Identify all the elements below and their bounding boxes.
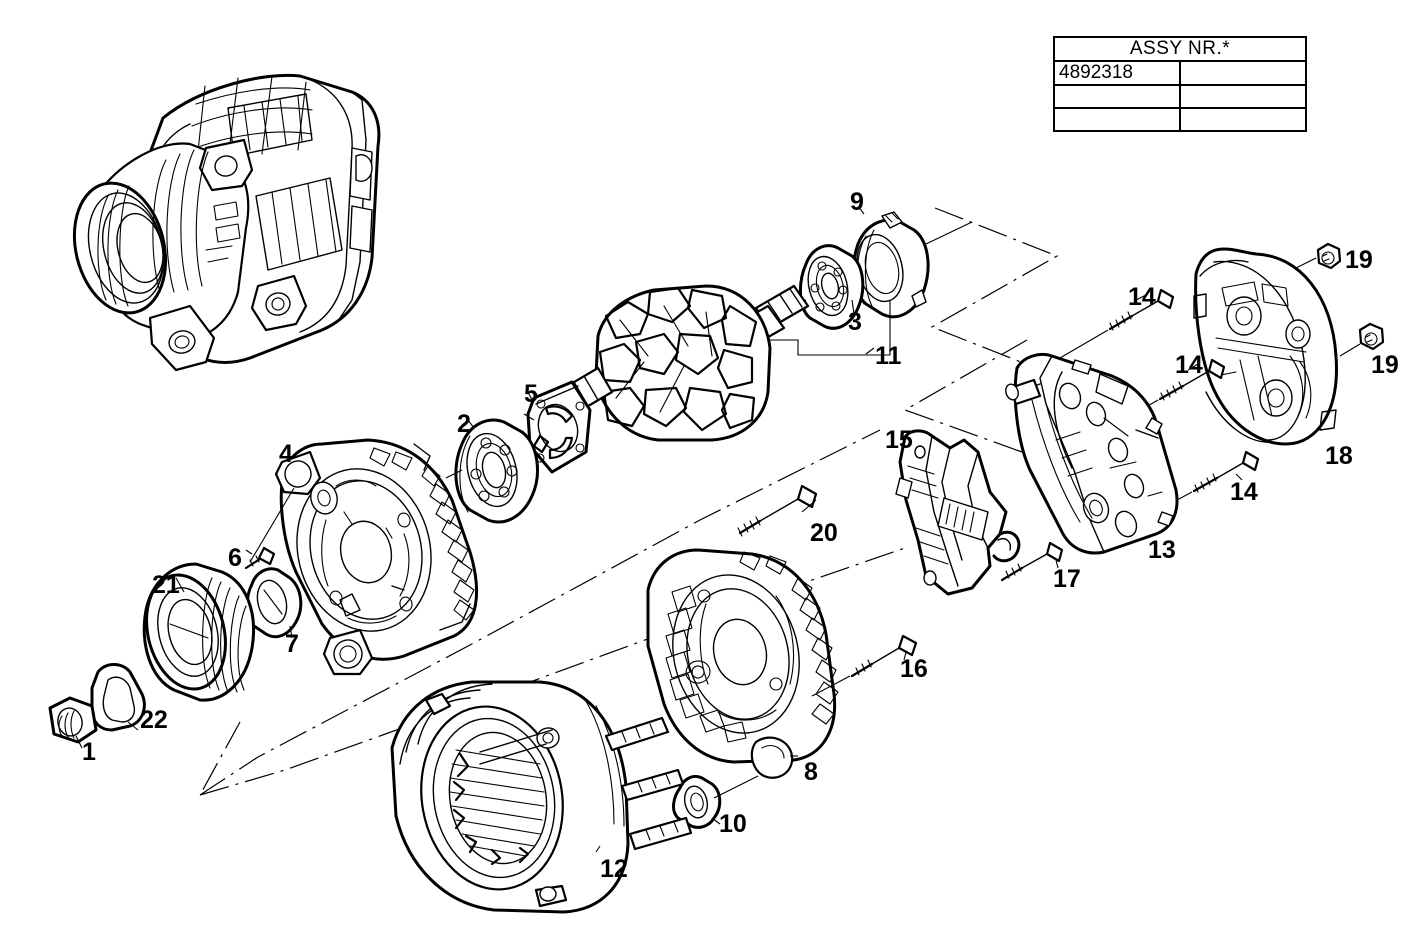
callout-screw: 17 [1053, 565, 1081, 593]
assy-row-2 [1053, 84, 1307, 109]
callout-screw: 14 [1230, 478, 1258, 506]
stator-leads [604, 716, 693, 851]
assy-header-cell: ASSY NR.* [1053, 36, 1307, 62]
assy-row-2-left [1053, 84, 1181, 109]
part-10-bushing [672, 774, 759, 829]
assy-row-1-right [1179, 60, 1307, 86]
assy-row-1: 4892318 [1053, 60, 1307, 86]
callout-rear-cover: 18 [1325, 442, 1353, 470]
assembly-centerlines [199, 207, 1059, 796]
callout-hex-nut: 1 [82, 738, 96, 766]
callout-screw: 16 [900, 655, 928, 683]
callout-screw: 14 [1175, 351, 1203, 379]
part-2-ball-bearing [445, 418, 539, 524]
callout-voltage-regulator: 15 [885, 426, 913, 454]
assy-row-3-right [1179, 107, 1307, 132]
callout-drive-end-housing: 4 [279, 440, 293, 468]
assy-header-row: ASSY NR.* [1053, 36, 1307, 62]
callout-slip-ring-end-housing: 8 [804, 758, 818, 786]
part-14-screw-top [1059, 288, 1175, 359]
part-5-bearing-retainer-plate [523, 380, 592, 474]
part-14-screw-mid [1129, 358, 1226, 417]
callout-lock-washer: 22 [140, 706, 168, 734]
part-8-slip-ring-end-housing [646, 548, 839, 779]
part-18-rear-cover [1193, 247, 1338, 446]
callout-screw: 14 [1128, 283, 1156, 311]
callout-bushing: 10 [719, 810, 747, 838]
callout-ball-bearing-rear: 3 [848, 308, 862, 336]
alternator-assembly-drawing [72, 73, 381, 372]
callout-through-bolt: 20 [810, 519, 838, 547]
assy-row-3-left [1053, 107, 1181, 132]
part-22-lock-washer [90, 663, 146, 732]
part-7-spacer-collar [245, 567, 303, 639]
callout-pulley: 21 [152, 571, 180, 599]
part-15-voltage-regulator [895, 429, 1021, 596]
part-1-hex-nut [48, 696, 98, 749]
callout-stator: 12 [600, 855, 628, 883]
part-12-stator [390, 680, 693, 914]
part-19-nut-top [1295, 242, 1342, 270]
callout-rotor: 11 [875, 342, 902, 370]
assy-row-2-right [1179, 84, 1307, 109]
part-4-drive-end-housing [249, 438, 479, 676]
callout-rectifier-bridge: 13 [1148, 536, 1176, 564]
part-9-bearing-cover-ring [852, 205, 973, 319]
callout-spacer-collar: 7 [285, 630, 299, 658]
assy-row-1-left: 4892318 [1053, 60, 1181, 86]
callout-bearing-retainer-plate: 5 [524, 380, 538, 408]
part-16-screw [811, 634, 918, 697]
part-14-screw-bottom [1161, 450, 1260, 509]
part-21-pulley [142, 562, 255, 702]
part-17-screw [1000, 541, 1064, 582]
callout-nut: 19 [1371, 351, 1399, 379]
callout-bearing-cover-ring: 9 [850, 188, 864, 216]
part-3-rear-bearing [789, 244, 865, 330]
callout-screw: 6 [228, 544, 242, 572]
part-19-nut-bottom [1339, 322, 1385, 357]
assy-row-3 [1053, 107, 1307, 132]
callout-nut: 19 [1345, 246, 1373, 274]
part-20-through-bolt [737, 484, 818, 537]
callout-ball-bearing: 2 [457, 410, 471, 438]
part-13-rectifier-bridge [1005, 353, 1179, 555]
assy-number-table: ASSY NR.* 4892318 [1053, 36, 1307, 132]
part-6-screw [244, 546, 276, 570]
